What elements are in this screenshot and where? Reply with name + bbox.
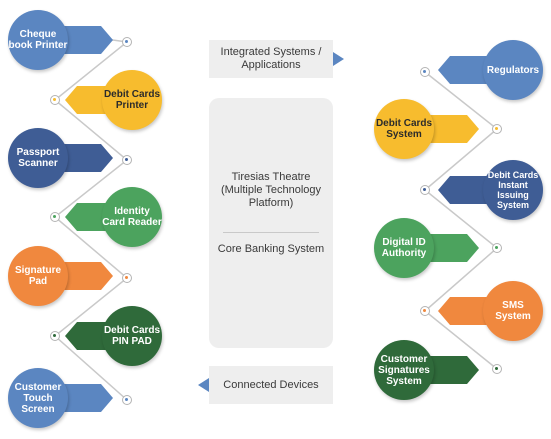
node-circle [8, 128, 68, 188]
integrated-systems-text: Integrated Systems / Applications [220, 46, 322, 71]
node-debit-cards-printer: Debit Cards Printer [0, 70, 162, 130]
node-customer-touch-screen: Customer Touch Screen [8, 368, 128, 428]
node-circle [8, 246, 68, 306]
node-label: Identity Card Reader [102, 206, 162, 228]
node-cheque-book-printer: Cheque book Printer [8, 10, 128, 70]
node-passport-scanner: Passport Scanner [8, 128, 128, 188]
connector-dot [122, 395, 132, 405]
node-label: Debit Cards PIN PAD [103, 325, 161, 347]
node-debit-cards-pin-pad: Debit Cards PIN PAD [0, 306, 162, 366]
connected-devices-label: Connected Devices [209, 366, 333, 404]
node-label: Passport Scanner [16, 147, 60, 169]
connector-dot [122, 37, 132, 47]
arrow-left-icon [198, 378, 209, 392]
arrow-right-icon [333, 52, 344, 66]
node-instant-issuing-system: Debit Cards Instant Issuing System [423, 160, 543, 220]
connector-dot [122, 155, 132, 165]
node-regulators: Regulators [423, 40, 543, 100]
node-debit-cards-system: Debit Cards System [374, 99, 494, 159]
connector-dot [50, 212, 60, 222]
node-label: Digital ID Authority [381, 237, 427, 259]
integrated-systems-label: Integrated Systems / Applications [209, 40, 333, 78]
node-label: Customer Signatures System [378, 353, 430, 387]
node-customer-signatures-system: Customer Signatures System [374, 340, 494, 400]
connector-dot [50, 331, 60, 341]
connector-dot [492, 243, 502, 253]
node-circle [102, 306, 162, 366]
tiresias-theatre-text: Tiresias Theatre (Multiple Technology Pl… [220, 171, 322, 209]
node-circle [374, 340, 434, 400]
core-platform-panel: Tiresias Theatre (Multiple Technology Pl… [209, 98, 333, 348]
connected-devices-text: Connected Devices [223, 379, 319, 391]
panel-divider [223, 232, 319, 233]
node-circle [483, 281, 543, 341]
node-signature-pad: Signature Pad [8, 246, 128, 306]
core-banking-text: Core Banking System [217, 243, 325, 255]
node-circle [102, 187, 162, 247]
node-circle [374, 99, 434, 159]
node-sms-system: SMS System [423, 281, 543, 341]
node-label: Signature Pad [14, 265, 62, 287]
node-circle [102, 70, 162, 130]
node-label: Customer Touch Screen [14, 381, 62, 415]
node-label: SMS System [495, 300, 531, 322]
node-digital-id-authority: Digital ID Authority [374, 218, 494, 278]
connector-dot [122, 273, 132, 283]
connector-dot [420, 67, 430, 77]
node-label: Regulators [486, 64, 540, 76]
node-circle [483, 40, 543, 100]
connector-dot [50, 95, 60, 105]
connector-dot [420, 185, 430, 195]
node-label: Cheque book Printer [8, 29, 68, 51]
node-circle [374, 218, 434, 278]
node-label: Debit Cards System [375, 118, 433, 140]
node-circle [483, 160, 543, 220]
connector-dot [420, 306, 430, 316]
node-circle [8, 368, 68, 428]
node-circle [8, 10, 68, 70]
node-identity-card-reader: Identity Card Reader [0, 187, 162, 247]
node-label: Debit Cards Instant Issuing System [487, 170, 539, 210]
node-label: Debit Cards Printer [103, 89, 161, 111]
connector-dot [492, 364, 502, 374]
connector-dot [492, 124, 502, 134]
